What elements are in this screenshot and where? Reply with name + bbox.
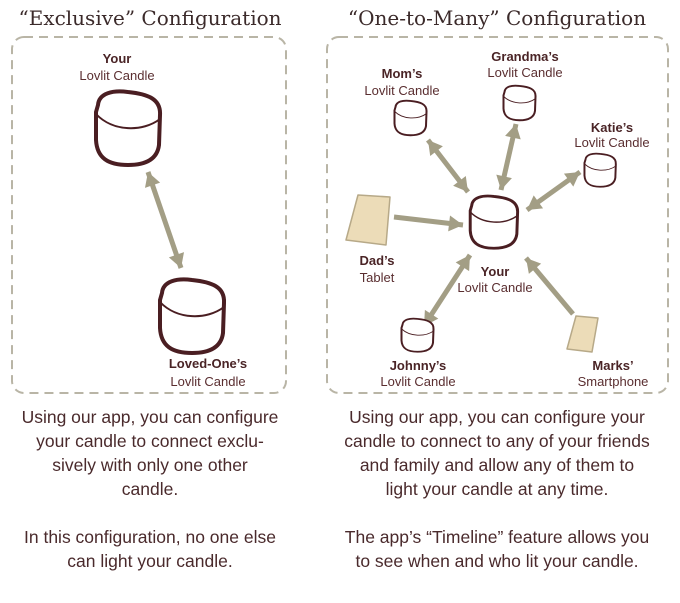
arrow-head bbox=[448, 215, 463, 232]
loved-one-candle-label: Loved-One’s bbox=[169, 356, 247, 371]
grandma-candle-icon bbox=[502, 84, 537, 122]
one-to-many-panel bbox=[326, 36, 669, 394]
arrow-head bbox=[505, 124, 521, 140]
loved-one-candle-sublabel: Lovlit Candle bbox=[170, 374, 245, 389]
arrow-head bbox=[563, 172, 580, 187]
marks-label: Marks’ bbox=[592, 358, 633, 373]
your-candle-icon bbox=[94, 89, 163, 167]
note-line: to see when and who lit your candle. bbox=[355, 551, 639, 571]
tablet-icon bbox=[345, 194, 391, 246]
arrow-head bbox=[453, 176, 468, 192]
your-candle-sublabel: Lovlit Candle bbox=[79, 68, 154, 83]
arrow-head bbox=[168, 252, 185, 268]
exclusive-link-arrow bbox=[145, 171, 184, 269]
dad-label: Dad’s bbox=[360, 253, 395, 268]
arrow-head bbox=[455, 255, 470, 272]
arrow-head bbox=[527, 195, 544, 210]
one-to-many-title: “One-to-Many” Configuration bbox=[348, 6, 646, 30]
smartphone-icon bbox=[566, 315, 599, 353]
marks-sublabel: Smartphone bbox=[578, 374, 649, 389]
exclusive-description: Using our app, you can configure your ca… bbox=[0, 405, 310, 573]
exclusive-title: “Exclusive” Configuration bbox=[18, 6, 281, 30]
your-candle-label: Your bbox=[103, 51, 132, 66]
dad-sublabel: Tablet bbox=[360, 270, 395, 285]
exclusive-panel bbox=[11, 36, 287, 394]
mom-label: Mom’s bbox=[382, 66, 423, 81]
johnny-candle-icon bbox=[400, 317, 435, 353]
katie-candle-icon bbox=[583, 152, 617, 188]
arrow-head bbox=[144, 172, 161, 188]
arrow-head bbox=[526, 258, 542, 274]
loved-one-candle-icon bbox=[158, 277, 227, 355]
desc-line: Using our app, you can configure bbox=[21, 407, 279, 427]
desc-line: light your candle at any time. bbox=[385, 479, 609, 499]
grandma-sublabel: Lovlit Candle bbox=[487, 65, 562, 80]
your-hub-sublabel: Lovlit Candle bbox=[457, 280, 532, 295]
desc-line: sively with only one other bbox=[52, 455, 248, 475]
johnny-link-arrow bbox=[421, 253, 473, 328]
one-to-many-description: Using our app, you can configure your ca… bbox=[337, 405, 657, 573]
note-line: In this configuration, no one else bbox=[24, 527, 276, 547]
katie-sublabel: Lovlit Candle bbox=[574, 135, 649, 150]
johnny-sublabel: Lovlit Candle bbox=[380, 374, 455, 389]
desc-line: and family and allow any of them to bbox=[359, 455, 635, 475]
note-line: The app’s “Timeline” feature allows you bbox=[344, 527, 650, 547]
your-hub-label: Your bbox=[481, 264, 510, 279]
desc-line: candle. bbox=[121, 479, 179, 499]
johnny-label: Johnny’s bbox=[390, 358, 447, 373]
your-hub-candle-icon bbox=[468, 194, 520, 250]
desc-line: Using our app, you can configure your bbox=[349, 407, 645, 427]
arrow-head bbox=[496, 174, 512, 190]
katie-label: Katie’s bbox=[591, 120, 633, 135]
grandma-label: Grandma’s bbox=[491, 49, 558, 64]
mom-candle-icon bbox=[393, 99, 428, 137]
desc-line: candle to connect to any of your friends bbox=[344, 431, 650, 451]
mom-sublabel: Lovlit Candle bbox=[364, 83, 439, 98]
desc-line: your candle to connect exclu- bbox=[36, 431, 264, 451]
note-line: can light your candle. bbox=[67, 551, 233, 571]
arrow-head bbox=[428, 140, 443, 156]
